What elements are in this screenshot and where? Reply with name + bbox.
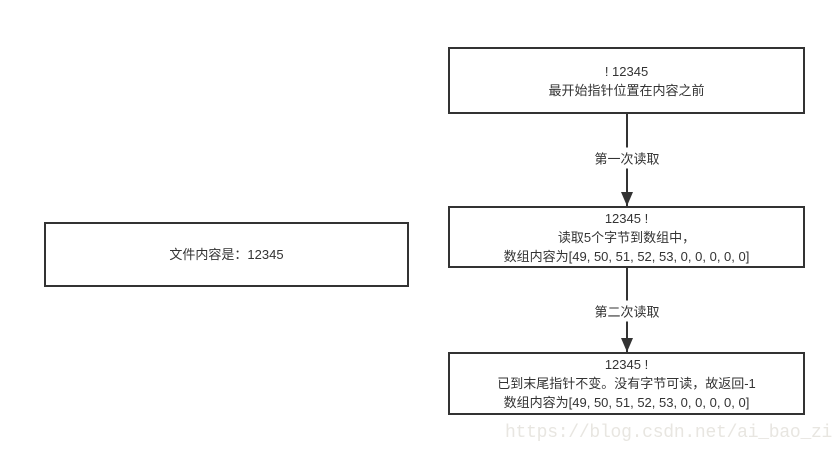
- step1-line1: ! 12345: [604, 63, 649, 79]
- step1-box: ! 12345 最开始指针位置在内容之前: [448, 47, 805, 114]
- edge1-arrowhead-down-icon: [621, 192, 633, 206]
- watermark-url: https://blog.csdn.net/ai_bao_zi: [505, 423, 833, 443]
- step2-box: 12345 ! 读取5个字节到数组中， 数组内容为[49, 50, 51, 52…: [448, 206, 805, 268]
- step2-line2: 读取5个字节到数组中，: [557, 229, 696, 245]
- step3-line2: 已到末尾指针不变。没有字节可读，故返回-1: [497, 376, 756, 391]
- step3-box: 12345 ! 已到末尾指针不变。没有字节可读，故返回-1 数组内容为[49, …: [448, 352, 805, 415]
- step1-line2: 最开始指针位置在内容之前: [548, 82, 705, 98]
- file-content-box: 文件内容是：12345: [44, 222, 409, 287]
- step3-line3: 数组内容为[49, 50, 51, 52, 53, 0, 0, 0, 0, 0]: [503, 395, 750, 410]
- step2-line3: 数组内容为[49, 50, 51, 52, 53, 0, 0, 0, 0, 0]: [503, 248, 750, 264]
- file-content-text: 文件内容是：12345: [169, 247, 284, 262]
- step3-line1: 12345 !: [604, 357, 649, 372]
- edge2-arrowhead-down-icon: [621, 338, 633, 352]
- edge2-label: 第二次读取: [591, 300, 663, 322]
- step2-line1: 12345 !: [604, 210, 649, 226]
- edge1-label: 第一次读取: [591, 147, 663, 169]
